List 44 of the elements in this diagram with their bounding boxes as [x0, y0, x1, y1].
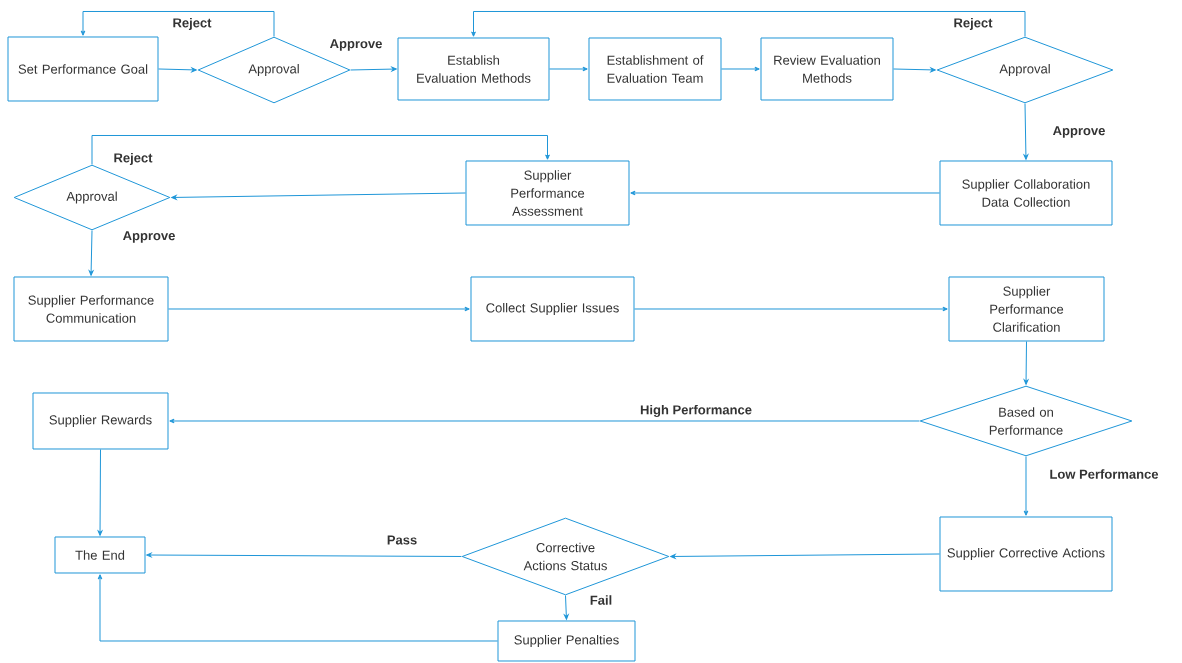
arrow [1023, 456, 1029, 516]
process-box: Supplier Performance Communication [13, 276, 169, 342]
edge-label: Pass [387, 535, 417, 545]
arrow [721, 66, 760, 72]
edge-label: Approve [1052, 126, 1105, 138]
edge-label: Approve [123, 231, 175, 243]
arrow [1023, 341, 1029, 385]
arrow [97, 574, 498, 642]
arrow [670, 553, 940, 559]
arrow [168, 306, 470, 312]
edge-label: Fail [590, 595, 612, 605]
process-box: Supplier Performance Assessment [465, 160, 630, 226]
edge-label: Low Performance [1050, 469, 1159, 479]
arrow [350, 66, 397, 72]
edge-label: Reject [954, 17, 993, 31]
process-box: Supplier Corrective Actions [939, 516, 1113, 592]
arrow [146, 552, 462, 558]
arrow [88, 230, 94, 276]
arrow [80, 11, 275, 37]
arrow [171, 192, 466, 200]
arrow [471, 11, 1026, 37]
arrow [549, 66, 588, 72]
process-box: Collect Supplier Issues [470, 276, 635, 342]
process-box: Supplier Collaboration Data Collection [939, 160, 1113, 226]
arrow [634, 306, 948, 312]
process-box: Establishment of Evaluation Team [588, 37, 722, 101]
edge-label: Reject [114, 152, 153, 166]
arrow [630, 190, 940, 196]
process-box: Establish Evaluation Methods [397, 37, 550, 101]
process-box: Supplier Penalties [497, 620, 636, 662]
process-box: The End [54, 536, 146, 574]
arrow [1023, 103, 1029, 160]
process-box: Set Performance Goal [7, 36, 159, 102]
process-box: Supplier Rewards [32, 392, 169, 450]
arrow [893, 67, 936, 73]
edge-label: High Performance [640, 404, 752, 418]
process-box: Review Evaluation Methods [760, 37, 894, 101]
arrow [158, 67, 197, 73]
arrow [97, 449, 103, 536]
arrow [169, 418, 920, 424]
edge-label: Reject [173, 17, 212, 31]
arrow [91, 135, 550, 165]
arrow [563, 595, 569, 620]
process-box: Supplier Performance Clarification [948, 276, 1105, 342]
